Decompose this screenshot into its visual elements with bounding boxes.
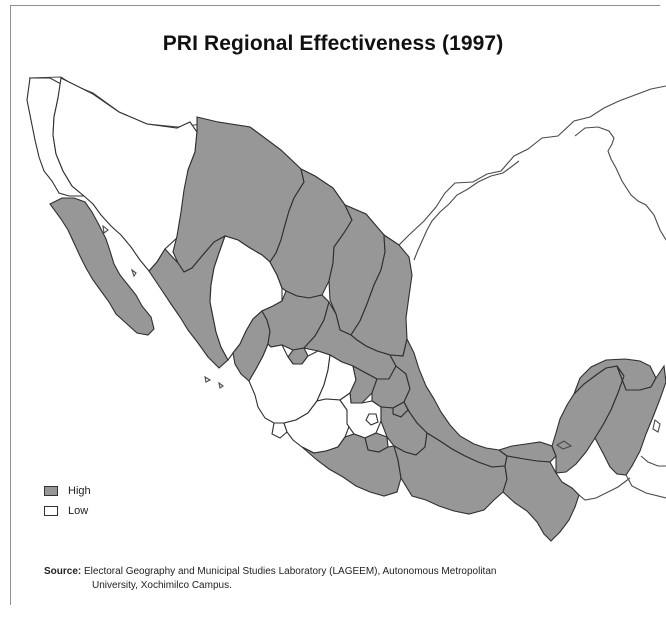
state-chiapas xyxy=(502,455,580,542)
belize-honduras-coast xyxy=(625,465,666,499)
cozumel-island xyxy=(652,419,661,433)
state-colima xyxy=(271,422,288,439)
campeche-lagoon xyxy=(555,440,573,450)
florida-coast xyxy=(574,126,666,241)
texas-coast-detail xyxy=(413,160,520,261)
source-note: Source: Electoral Geography and Municipa… xyxy=(44,565,664,593)
legend-high-swatch xyxy=(44,486,58,496)
legend-low-row: Low xyxy=(44,501,91,521)
federal-district-mexico-city xyxy=(365,413,379,426)
map-title: PRI Regional Effectiveness (1997) xyxy=(162,32,504,55)
state-baja-california-sur xyxy=(49,197,155,336)
legend-low-label: Low xyxy=(68,505,89,517)
state-quintana-roo xyxy=(594,364,666,476)
map-legend: High Low xyxy=(44,481,91,521)
source-line-2: University, Xochimilco Campus. xyxy=(92,580,232,591)
us-border-and-gulf-coastline xyxy=(28,76,666,246)
legend-high-label: High xyxy=(68,485,91,497)
source-line-1: Electoral Geography and Municipal Studie… xyxy=(84,566,497,577)
legend-low-swatch xyxy=(44,506,58,516)
gulf-of-california-islands xyxy=(102,224,224,389)
internal-state-boundaries xyxy=(218,235,625,473)
source-label: Source: xyxy=(44,566,82,577)
legend-high-row: High xyxy=(44,481,91,501)
central-america-coast xyxy=(640,455,666,467)
